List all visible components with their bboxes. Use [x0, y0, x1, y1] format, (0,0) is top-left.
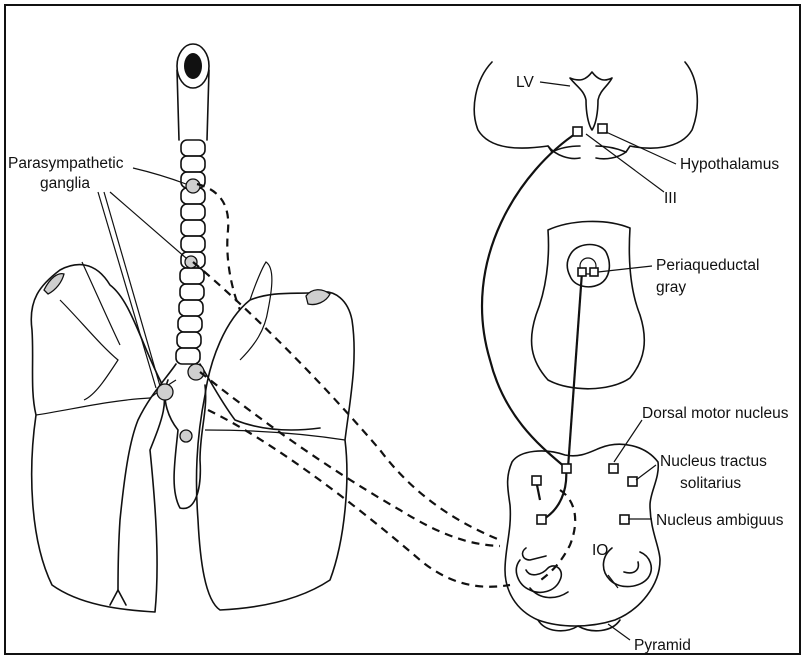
ambiguus-marker-right [620, 515, 629, 524]
nts-marker-right-2 [628, 477, 637, 486]
label-lv: LV [516, 74, 534, 91]
label-solitarius: solitarius [680, 475, 741, 492]
forebrain-section [474, 62, 697, 159]
left-lung [31, 265, 164, 612]
inferior-olive-right [603, 548, 651, 587]
label-pyramid: Pyramid [634, 637, 691, 654]
ganglion-4 [157, 384, 173, 400]
label-gray: gray [656, 279, 686, 296]
ganglion-5 [180, 430, 192, 442]
label-periaqueductal: Periaqueductal [656, 257, 759, 274]
dorsal-motor-nucleus-marker [562, 464, 571, 473]
label-nucleus-ambiguus: Nucleus ambiguus [656, 512, 784, 529]
respiratory-tract [31, 44, 354, 612]
pag-nucleus [578, 268, 586, 276]
right-lung [196, 292, 354, 610]
label-io: IO [592, 542, 608, 559]
hypothalamus-nucleus-left [573, 127, 582, 136]
midbrain-section [532, 221, 645, 388]
pag-nucleus-2 [590, 268, 598, 276]
trachea-rings [176, 140, 205, 364]
ambiguus-marker-left [537, 515, 546, 524]
label-third-ventricle: III [664, 190, 677, 207]
label-dorsal-motor-nucleus: Dorsal motor nucleus [642, 405, 789, 422]
medulla-section [505, 444, 660, 631]
inferior-olive-left [516, 560, 561, 592]
label-nucleus-tractus: Nucleus tractus [660, 453, 767, 470]
nuclei [532, 124, 637, 524]
ganglion-2 [185, 256, 197, 268]
label-ganglia: ganglia [40, 175, 90, 192]
ganglion-1 [186, 179, 200, 193]
label-hypothalamus: Hypothalamus [680, 156, 779, 173]
nts-marker-right [609, 464, 618, 473]
nts-marker-left [532, 476, 541, 485]
label-parasympathetic: Parasympathetic [8, 155, 124, 172]
hypothalamus-nucleus-right [598, 124, 607, 133]
pathways [193, 132, 582, 587]
